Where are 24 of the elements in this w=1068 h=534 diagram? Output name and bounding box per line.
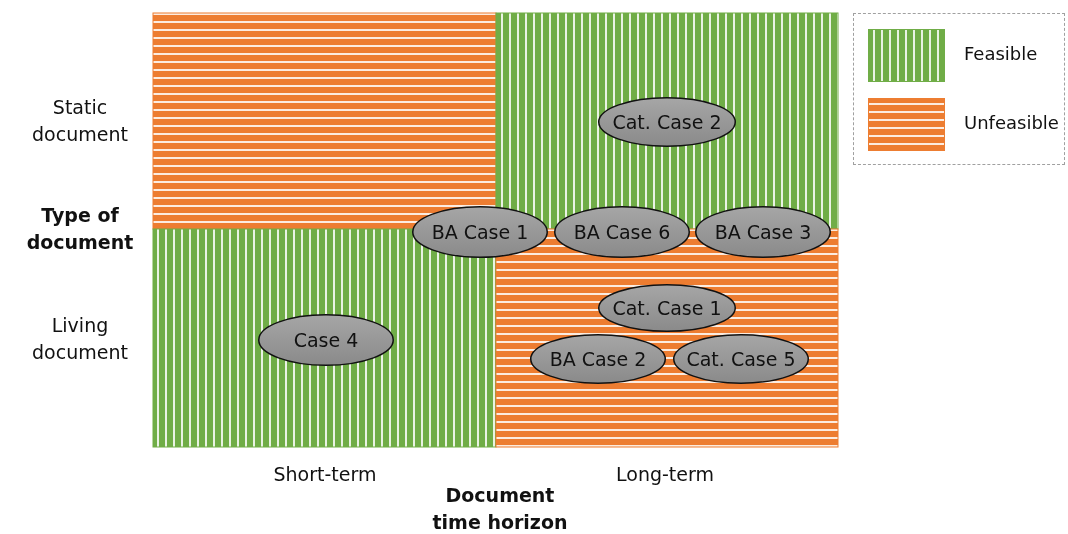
- case-ellipse: [673, 334, 809, 384]
- column-label: Short-term: [272, 462, 378, 487]
- legend-label: Feasible: [964, 43, 1038, 64]
- case-label: Cat. Case 1: [612, 297, 722, 319]
- axis-title: Type of document: [25, 203, 135, 255]
- case-ellipse: [598, 97, 736, 147]
- case-label: Cat. Case 2: [612, 111, 722, 133]
- case-ellipse: [695, 206, 831, 258]
- case-ellipse: [598, 284, 736, 332]
- case-ellipse: [412, 206, 548, 258]
- case-label: BA Case 1: [431, 221, 529, 243]
- case-label: BA Case 2: [549, 348, 647, 370]
- row-label: Static document: [31, 95, 129, 147]
- case-label: Cat. Case 5: [686, 348, 796, 370]
- case-ellipse: [554, 206, 690, 258]
- case-label: BA Case 6: [573, 221, 671, 243]
- case-ellipse: [258, 314, 394, 366]
- row-label: Living document: [31, 313, 129, 365]
- case-ellipse: [530, 334, 666, 384]
- legend-label: Unfeasible: [964, 112, 1059, 133]
- case-label: Case 4: [293, 329, 359, 351]
- axis-title: Document time horizon: [431, 483, 569, 534]
- column-label: Long-term: [615, 462, 715, 487]
- case-label: BA Case 3: [714, 221, 812, 243]
